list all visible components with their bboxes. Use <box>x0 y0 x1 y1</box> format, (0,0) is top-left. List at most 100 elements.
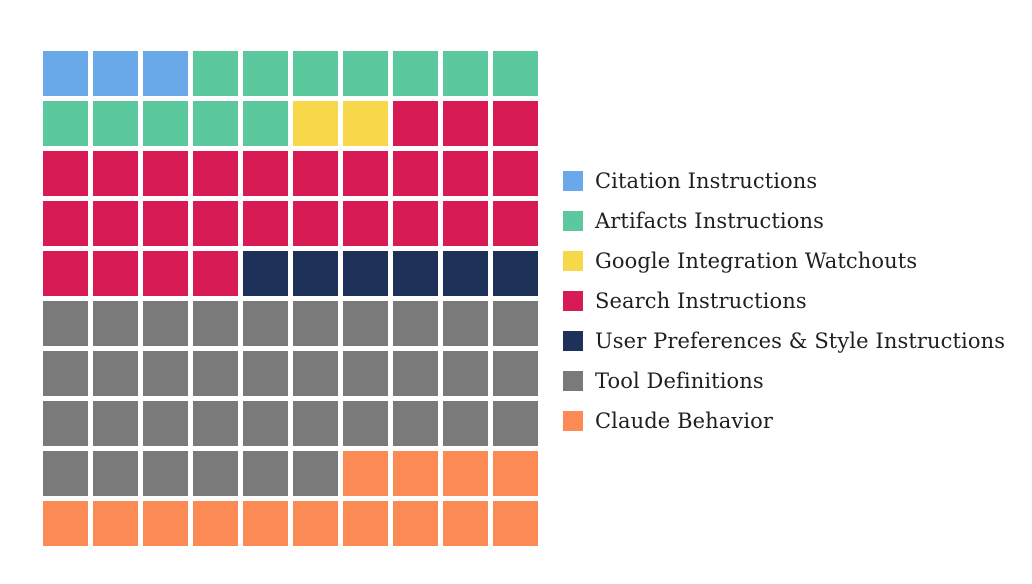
waffle-cell <box>43 501 88 546</box>
waffle-cell <box>143 301 188 346</box>
waffle-cell <box>443 301 488 346</box>
waffle-cell <box>343 51 388 96</box>
legend-swatch <box>563 411 583 431</box>
waffle-cell <box>193 201 238 246</box>
legend-swatch <box>563 211 583 231</box>
waffle-cell <box>393 201 438 246</box>
waffle-cell <box>393 351 438 396</box>
waffle-cell <box>143 251 188 296</box>
waffle-cell <box>193 151 238 196</box>
waffle-cell <box>143 101 188 146</box>
waffle-cell <box>393 501 438 546</box>
waffle-cell <box>143 351 188 396</box>
waffle-cell <box>243 201 288 246</box>
waffle-cell <box>193 501 238 546</box>
waffle-cell <box>393 101 438 146</box>
legend-label: Citation Instructions <box>595 169 818 193</box>
waffle-cell <box>343 451 388 496</box>
waffle-grid <box>43 51 538 546</box>
waffle-cell <box>193 351 238 396</box>
legend-swatch <box>563 291 583 311</box>
waffle-cell <box>493 351 538 396</box>
waffle-cell <box>493 401 538 446</box>
waffle-cell <box>43 251 88 296</box>
waffle-cell <box>293 101 338 146</box>
waffle-cell <box>193 301 238 346</box>
legend-label: User Preferences & Style Instructions <box>595 329 1006 353</box>
waffle-cell <box>343 201 388 246</box>
legend-label: Tool Definitions <box>595 369 764 393</box>
waffle-cell <box>293 251 338 296</box>
waffle-cell <box>243 401 288 446</box>
waffle-cell <box>143 401 188 446</box>
waffle-cell <box>243 101 288 146</box>
waffle-cell <box>293 451 338 496</box>
waffle-cell <box>93 501 138 546</box>
waffle-cell <box>443 151 488 196</box>
waffle-cell <box>93 101 138 146</box>
legend-item: User Preferences & Style Instructions <box>563 321 1023 361</box>
waffle-cell <box>443 101 488 146</box>
waffle-cell <box>43 51 88 96</box>
waffle-cell <box>93 51 138 96</box>
waffle-cell <box>493 201 538 246</box>
waffle-cell <box>143 451 188 496</box>
waffle-cell <box>343 101 388 146</box>
waffle-cell <box>343 501 388 546</box>
waffle-cell <box>493 101 538 146</box>
waffle-cell <box>293 51 338 96</box>
legend-label: Artifacts Instructions <box>595 209 824 233</box>
waffle-cell <box>493 451 538 496</box>
legend-swatch <box>563 171 583 191</box>
waffle-cell <box>243 301 288 346</box>
waffle-cell <box>493 501 538 546</box>
waffle-cell <box>293 151 338 196</box>
waffle-cell <box>343 301 388 346</box>
legend-item: Claude Behavior <box>563 401 1023 441</box>
waffle-cell <box>93 201 138 246</box>
waffle-cell <box>443 351 488 396</box>
waffle-cell <box>93 251 138 296</box>
waffle-cell <box>443 501 488 546</box>
waffle-cell <box>193 251 238 296</box>
waffle-cell <box>143 201 188 246</box>
legend-label: Search Instructions <box>595 289 807 313</box>
waffle-cell <box>493 251 538 296</box>
waffle-cell <box>243 501 288 546</box>
legend-swatch <box>563 371 583 391</box>
waffle-cell <box>43 351 88 396</box>
waffle-cell <box>93 451 138 496</box>
waffle-cell <box>393 401 438 446</box>
waffle-cell <box>293 351 338 396</box>
waffle-cell <box>393 451 438 496</box>
waffle-cell <box>243 151 288 196</box>
waffle-cell <box>493 151 538 196</box>
legend-label: Claude Behavior <box>595 409 774 433</box>
waffle-cell <box>393 301 438 346</box>
waffle-cell <box>443 401 488 446</box>
waffle-cell <box>443 51 488 96</box>
waffle-cell <box>193 51 238 96</box>
legend-swatch <box>563 251 583 271</box>
waffle-cell <box>493 51 538 96</box>
waffle-cell <box>93 151 138 196</box>
waffle-cell <box>43 101 88 146</box>
waffle-cell <box>143 501 188 546</box>
legend-label: Google Integration Watchouts <box>595 249 918 273</box>
legend-item: Artifacts Instructions <box>563 201 1023 241</box>
waffle-cell <box>93 301 138 346</box>
waffle-cell <box>343 251 388 296</box>
legend-item: Google Integration Watchouts <box>563 241 1023 281</box>
legend-item: Tool Definitions <box>563 361 1023 401</box>
waffle-cell <box>243 351 288 396</box>
waffle-cell <box>343 351 388 396</box>
waffle-cell <box>143 151 188 196</box>
waffle-cell <box>43 151 88 196</box>
waffle-cell <box>293 301 338 346</box>
waffle-cell <box>93 351 138 396</box>
waffle-cell <box>343 401 388 446</box>
waffle-cell <box>443 201 488 246</box>
waffle-cell <box>393 51 438 96</box>
